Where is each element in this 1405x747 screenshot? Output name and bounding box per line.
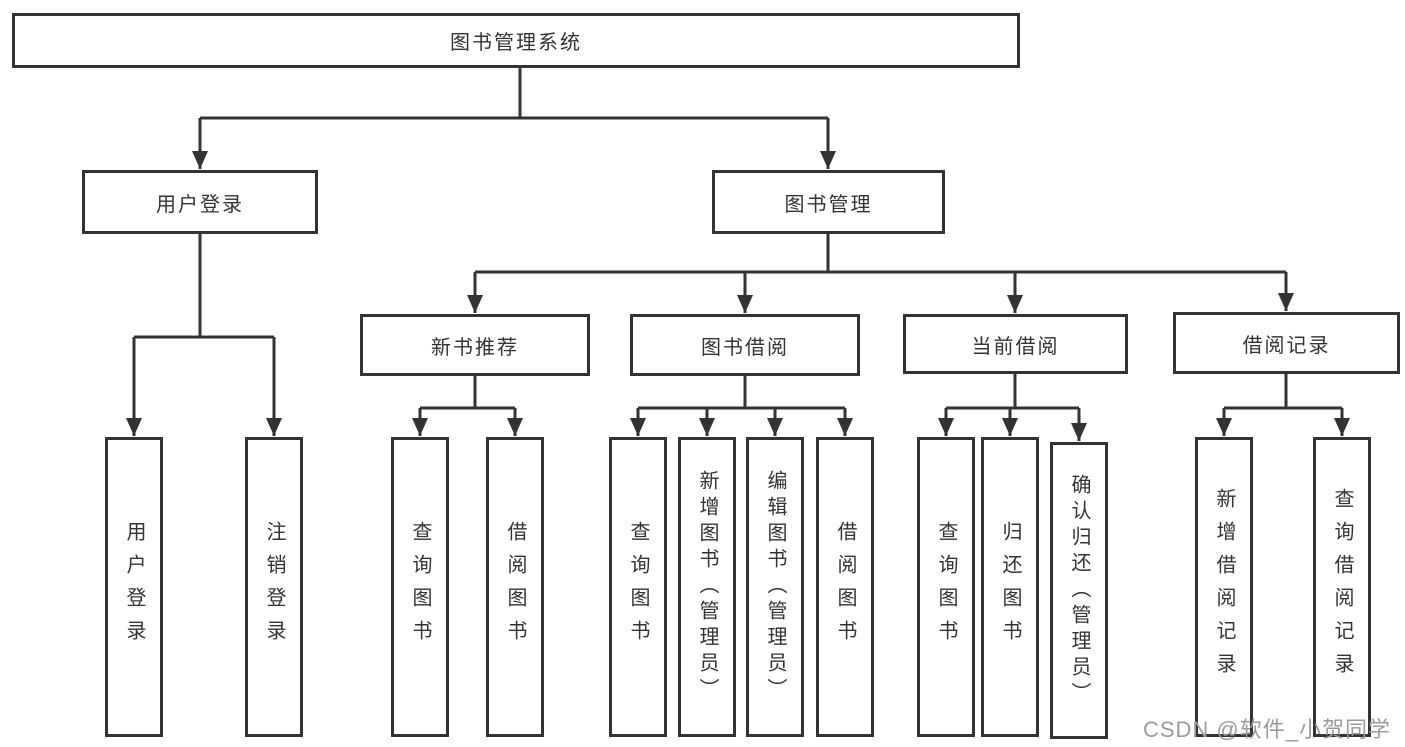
leaf-query-borrow-record-label: 查询借阅记录 <box>1331 488 1353 686</box>
node-book-borrowing: 图书借阅 <box>630 314 860 376</box>
node-new-book-recommend: 新书推荐 <box>360 314 590 376</box>
node-book-borrowing-label: 图书借阅 <box>701 336 789 359</box>
leaf-return-books-label: 归还图书 <box>999 521 1021 653</box>
leaf-add-borrow-record: 新增借阅记录 <box>1195 437 1253 737</box>
leaf-current-query-books-label: 查询图书 <box>935 521 957 653</box>
leaf-confirm-return-admin: 确认归还（管理员） <box>1050 442 1108 739</box>
node-book-management-label: 图书管理 <box>784 193 873 216</box>
node-borrow-records: 借阅记录 <box>1173 312 1400 374</box>
node-new-book-recommend-label: 新书推荐 <box>431 336 519 359</box>
leaf-add-book-admin: 新增图书（管理员） <box>678 437 736 737</box>
node-borrow-records-label: 借阅记录 <box>1242 334 1331 357</box>
leaf-user-login-label: 用户登录 <box>123 521 145 653</box>
leaf-logout-label: 注销登录 <box>263 521 285 653</box>
leaf-recommend-query-books-label: 查询图书 <box>409 521 431 653</box>
leaf-borrowing-query-books: 查询图书 <box>609 437 667 737</box>
node-user-login-label: 用户登录 <box>156 193 244 216</box>
leaf-recommend-borrow-books-label: 借阅图书 <box>504 521 526 653</box>
node-root-system: 图书管理系统 <box>12 13 1020 68</box>
leaf-recommend-borrow-books: 借阅图书 <box>486 437 544 737</box>
leaf-user-login: 用户登录 <box>105 437 163 737</box>
leaf-edit-book-admin: 编辑图书（管理员） <box>746 437 804 737</box>
leaf-edit-book-admin-label: 编辑图书（管理员） <box>764 470 786 704</box>
leaf-borrowing-borrow-books-label: 借阅图书 <box>834 521 856 653</box>
leaf-add-borrow-record-label: 新增借阅记录 <box>1213 488 1235 686</box>
leaf-current-query-books: 查询图书 <box>917 437 975 737</box>
node-book-management: 图书管理 <box>712 170 945 234</box>
leaf-recommend-query-books: 查询图书 <box>391 437 449 737</box>
leaf-query-borrow-record: 查询借阅记录 <box>1313 437 1371 737</box>
csdn-watermark: CSDN @软件_小贺同学 <box>1142 717 1391 742</box>
leaf-return-books: 归还图书 <box>981 437 1039 737</box>
leaf-borrowing-borrow-books: 借阅图书 <box>816 437 874 737</box>
leaf-confirm-return-admin-label: 确认归还（管理员） <box>1068 473 1090 708</box>
node-current-borrowing-label: 当前借阅 <box>971 335 1060 358</box>
leaf-add-book-admin-label: 新增图书（管理员） <box>696 470 718 704</box>
node-user-login: 用户登录 <box>82 170 318 234</box>
leaf-borrowing-query-books-label: 查询图书 <box>627 521 649 653</box>
node-current-borrowing: 当前借阅 <box>903 314 1128 374</box>
node-root-system-label: 图书管理系统 <box>450 32 582 54</box>
leaf-logout: 注销登录 <box>245 437 303 737</box>
